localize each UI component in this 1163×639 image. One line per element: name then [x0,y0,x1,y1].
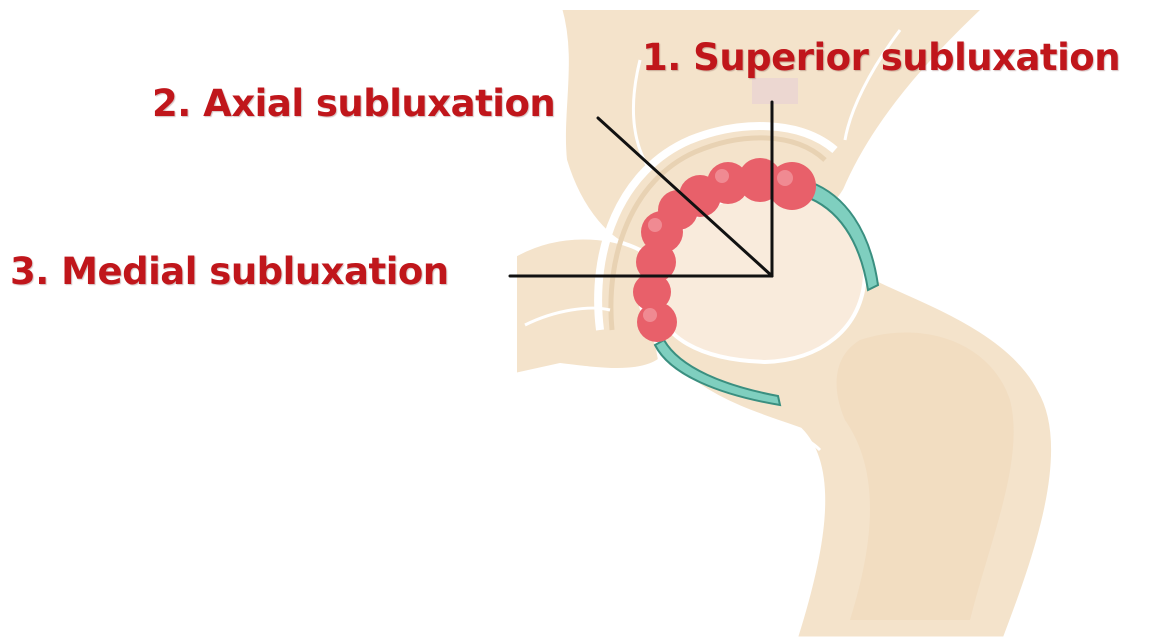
femur-bone [640,180,1054,639]
nodule [637,302,677,342]
medial-subluxation-label: 3. Medial subluxation [10,250,449,294]
nodule-highlight [777,170,793,186]
nodule-highlight [648,218,662,232]
nodule-highlight [715,169,729,183]
axial-subluxation-label: 2. Axial subluxation [152,82,555,126]
inset-highlight [752,78,798,104]
nodule-highlight [643,308,657,322]
superior-subluxation-label: 1. Superior subluxation [642,36,1120,80]
